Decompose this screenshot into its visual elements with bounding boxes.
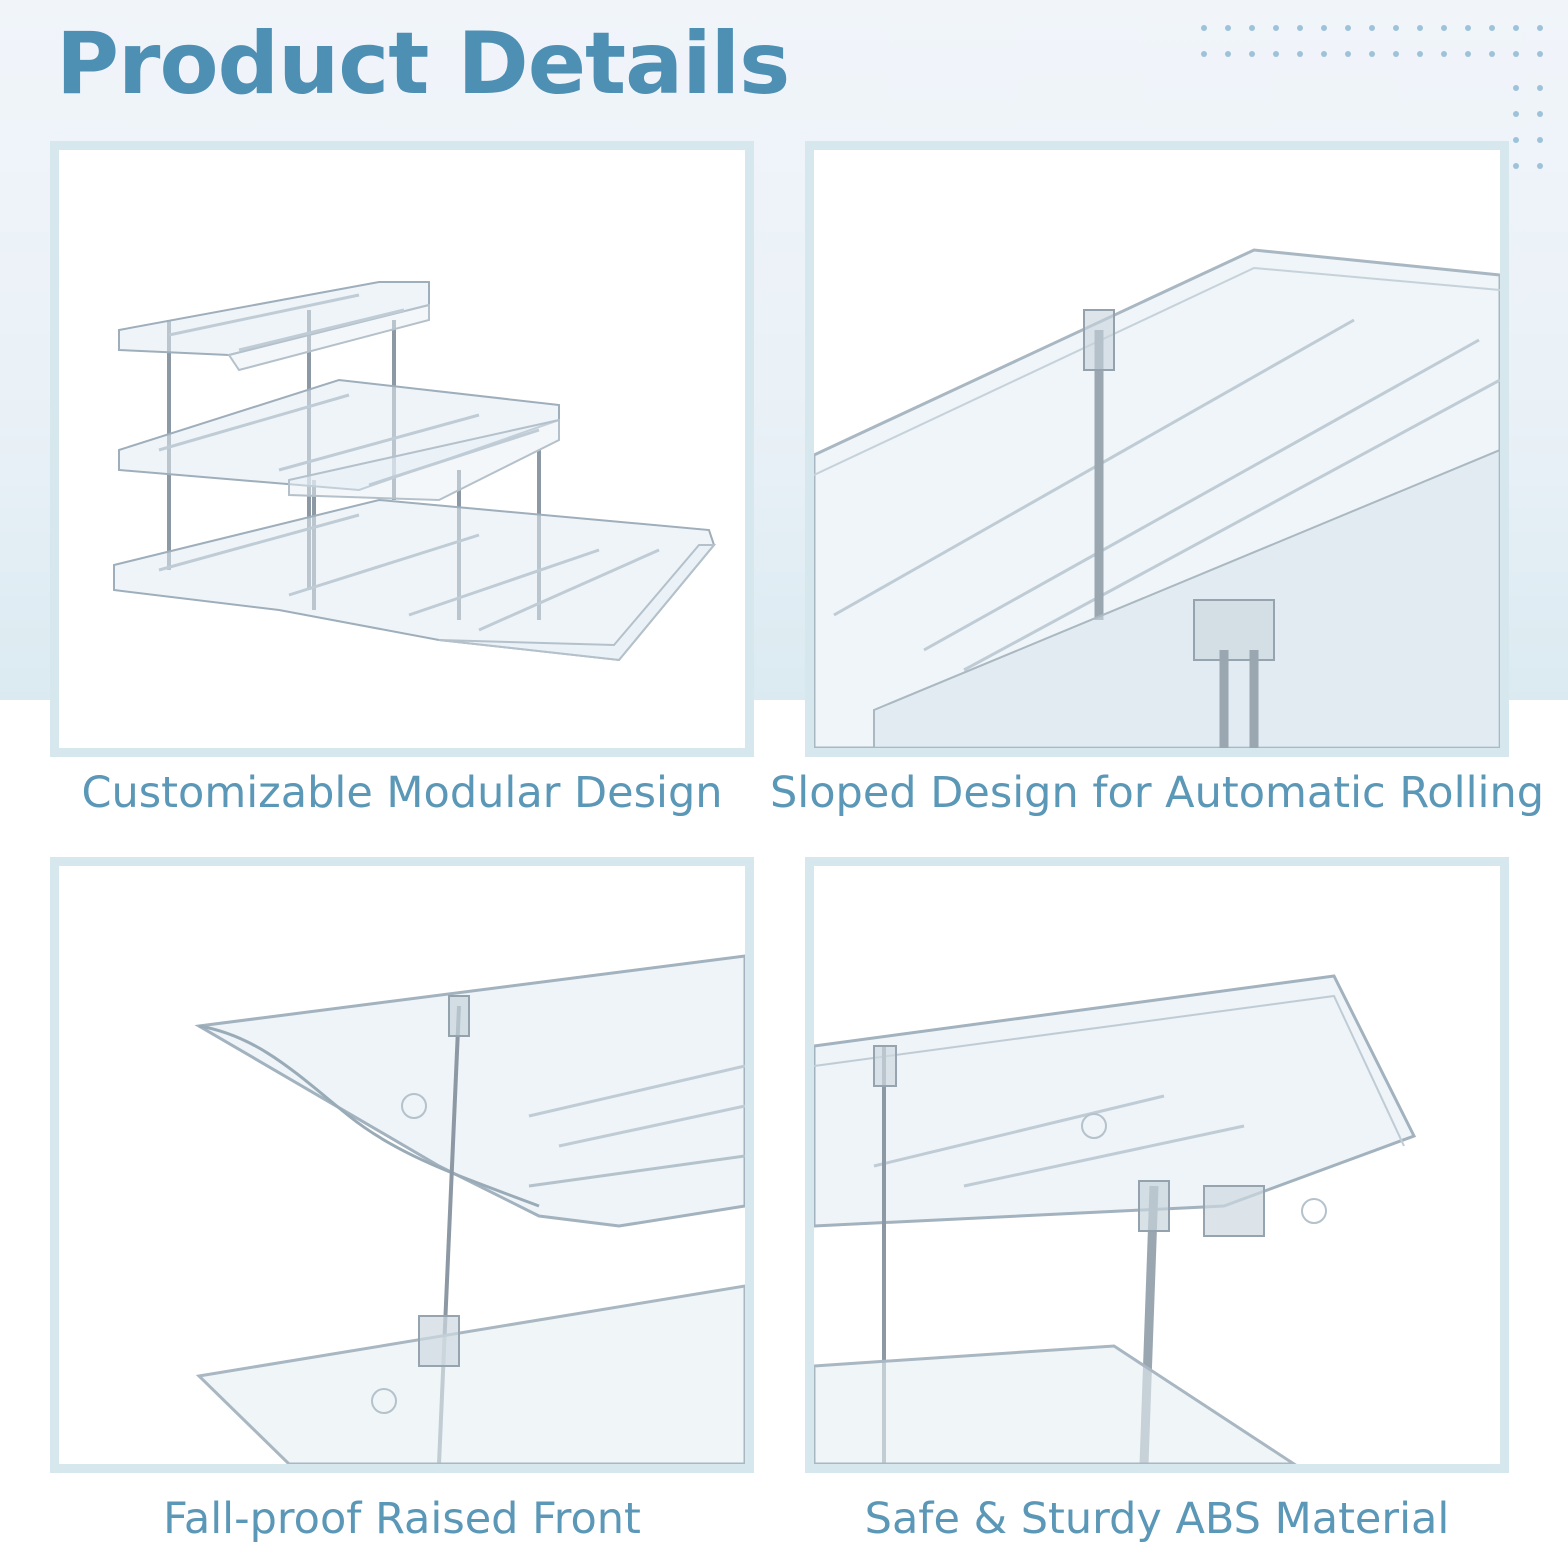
product-image-abs-material — [805, 857, 1509, 1473]
tiered-shelf-illustration — [113, 281, 717, 662]
abs-material-illustration — [814, 974, 1417, 1464]
decorative-dot-grid — [1201, 25, 1543, 169]
caption-sloped-design: Sloped Design for Automatic Rolling — [769, 768, 1545, 818]
caption-abs-material: Safe & Sturdy ABS Material — [864, 1494, 1450, 1544]
page-title: Product Details — [56, 14, 790, 114]
product-image-modular — [50, 141, 754, 757]
caption-raised-front: Fall-proof Raised Front — [163, 1494, 641, 1544]
sloped-tray-illustration — [814, 248, 1500, 748]
raised-front-illustration — [194, 954, 745, 1464]
product-image-sloped — [805, 141, 1509, 757]
caption-modular-design: Customizable Modular Design — [81, 768, 723, 818]
product-image-raised-front — [50, 857, 754, 1473]
